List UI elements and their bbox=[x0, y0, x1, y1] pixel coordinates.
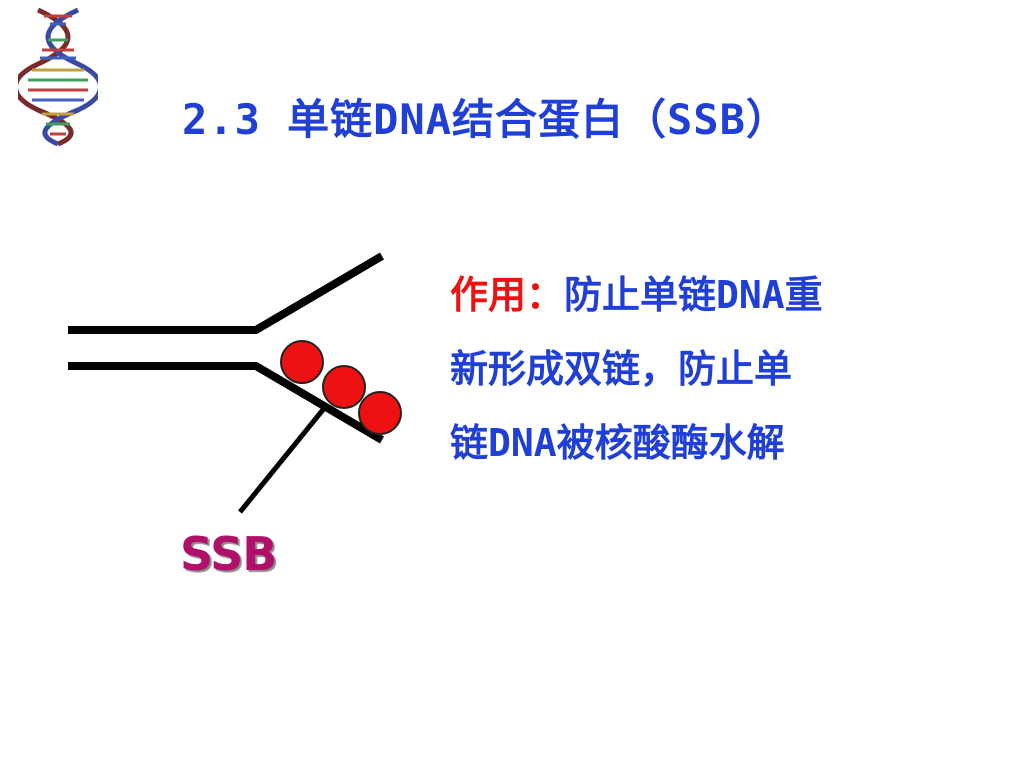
dna-helix-strands bbox=[18, 7, 98, 146]
ssb-pointer-line bbox=[238, 404, 328, 514]
description-line-1: 作用：防止单链DNA重 bbox=[450, 258, 950, 332]
upper-strand bbox=[68, 252, 385, 334]
description-line-2: 新形成双链，防止单 bbox=[450, 347, 793, 391]
slide-title: 2.3 单链DNA结合蛋白（SSB） bbox=[182, 95, 789, 144]
description-text-1: 防止单链DNA重 bbox=[564, 273, 823, 317]
function-lead: 作用： bbox=[450, 273, 565, 317]
description-line-3: 链DNA被核酸酶水解 bbox=[450, 421, 785, 465]
function-description: 作用：防止单链DNA重 新形成双链，防止单 链DNA被核酸酶水解 bbox=[450, 258, 950, 480]
dna-strands bbox=[68, 252, 385, 444]
ssb-protein-3 bbox=[358, 391, 402, 435]
dna-helix-rungs bbox=[28, 14, 88, 136]
dna-helix-icon bbox=[18, 7, 98, 146]
ssb-protein-2 bbox=[322, 365, 366, 409]
ssb-label: SSB bbox=[180, 527, 277, 581]
ssb-protein-1 bbox=[280, 340, 324, 384]
ssb-proteins bbox=[280, 340, 402, 435]
lower-strand bbox=[68, 362, 385, 444]
